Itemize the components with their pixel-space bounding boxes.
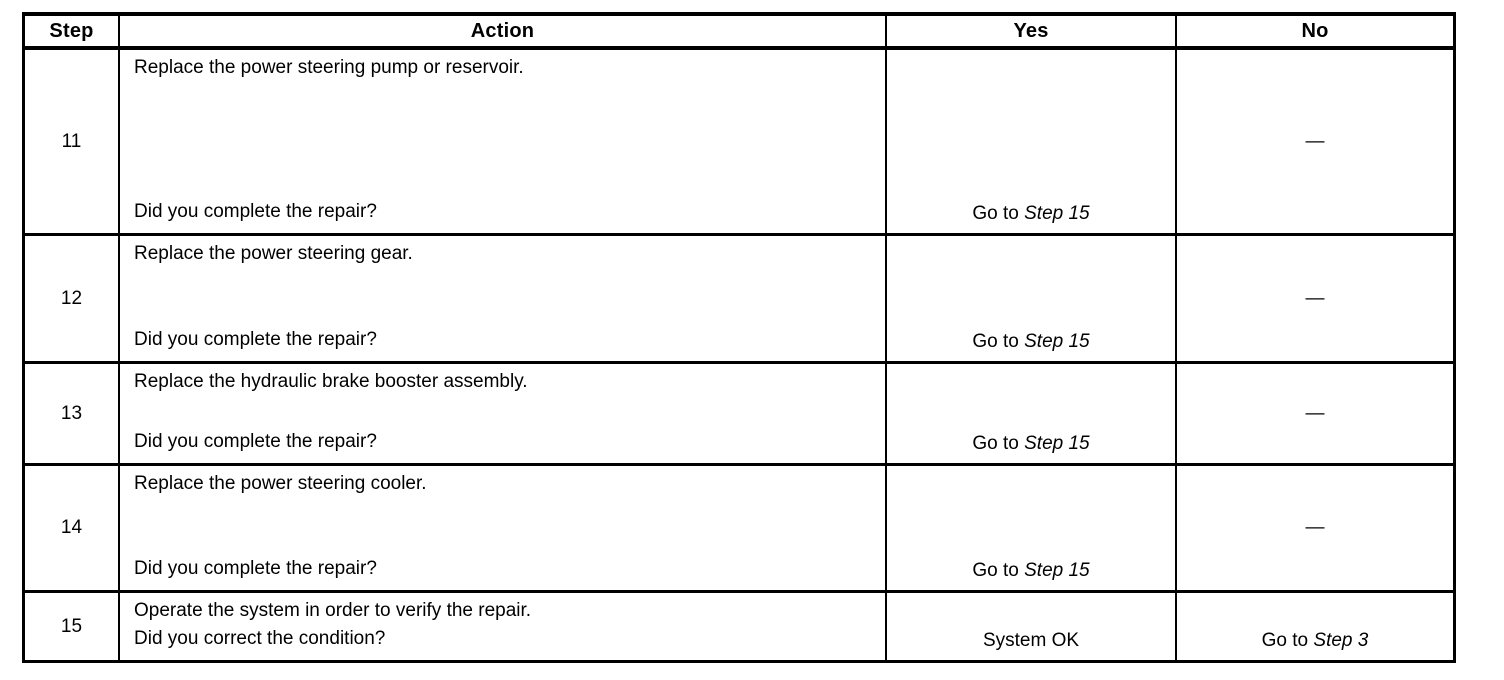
table-header-row: Step Action Yes No [25,16,1453,50]
action-cell: Replace the power steering cooler. Did y… [118,466,885,590]
table-row-step-11: 11 Replace the power steering pump or re… [25,50,1453,236]
step-number: 13 [60,402,83,424]
table-row-step-12: 12 Replace the power steering gear. Did … [25,236,1453,364]
yes-value: System OK [983,630,1079,652]
yes-value: Go to Step 15 [972,433,1089,455]
table-row-step-15: 15 Operate the system in order to verify… [25,593,1453,660]
table-row-step-13: 13 Replace the hydraulic brake booster a… [25,364,1453,466]
goto-step-ref: Step 3 [1313,630,1369,651]
no-value: — [1306,288,1325,310]
action-text: Replace the hydraulic brake booster asse… [134,371,528,392]
step-cell: 12 [25,236,118,361]
action-cell: Replace the power steering pump or reser… [118,50,885,233]
action-cell: Operate the system in order to verify th… [118,593,885,660]
action-question: Did you correct the condition? [134,628,386,650]
action-text: Replace the power steering pump or reser… [134,57,524,78]
goto-text: Go to [972,560,1025,581]
header-yes: Yes [885,16,1175,46]
action-cell: Replace the power steering gear. Did you… [118,236,885,361]
no-cell: — [1175,50,1453,233]
no-dash: — [1305,402,1325,424]
yes-value: Go to Step 15 [972,331,1089,353]
step-number: 11 [61,130,82,152]
yes-cell: Go to Step 15 [885,364,1175,463]
no-value: — [1306,517,1325,539]
action-text: Replace the power steering gear. [134,243,413,264]
no-cell: — [1175,236,1453,361]
action-question: Did you complete the repair? [134,201,377,223]
step-number: 12 [60,287,83,309]
action-text: Replace the power steering cooler. [134,473,427,494]
goto-text: Go to [972,433,1025,454]
yes-cell: Go to Step 15 [885,236,1175,361]
header-no: No [1175,16,1453,46]
action-question: Did you complete the repair? [134,558,377,580]
yes-value: Go to Step 15 [972,560,1089,582]
goto-text: System OK [982,630,1080,651]
no-dash: — [1305,130,1325,152]
header-step: Step [49,19,94,42]
diagnostic-table: Step Action Yes No 11 Replace the power … [22,12,1456,663]
goto-step-ref: Step 15 [1024,560,1090,581]
goto-text: Go to [972,203,1025,224]
step-cell: 14 [25,466,118,590]
goto-text: Go to [1261,630,1314,651]
no-value: — [1306,131,1325,153]
yes-value: Go to Step 15 [972,203,1089,225]
step-cell: 13 [25,364,118,463]
no-dash: — [1305,287,1325,309]
step-cell: 11 [25,50,118,233]
yes-cell: Go to Step 15 [885,50,1175,233]
action-question: Did you complete the repair? [134,431,377,453]
table-row-step-14: 14 Replace the power steering cooler. Di… [25,466,1453,593]
action-cell: Replace the hydraulic brake booster asse… [118,364,885,463]
no-cell: — [1175,466,1453,590]
goto-text: Go to [972,331,1025,352]
yes-cell: System OK [885,593,1175,660]
no-cell: Go to Step 3 [1175,593,1453,660]
action-question: Did you complete the repair? [134,329,377,351]
no-cell: — [1175,364,1453,463]
step-number: 14 [60,517,83,538]
no-value: Go to Step 3 [1262,630,1369,652]
no-value: — [1306,403,1325,425]
no-dash: — [1305,517,1325,538]
goto-step-ref: Step 15 [1024,331,1090,352]
yes-cell: Go to Step 15 [885,466,1175,590]
goto-step-ref: Step 15 [1024,433,1090,454]
header-action: Action [118,16,885,46]
step-number: 15 [60,615,83,637]
action-text: Operate the system in order to verify th… [134,600,532,621]
step-cell: 15 [25,593,118,660]
goto-step-ref: Step 15 [1024,203,1090,224]
